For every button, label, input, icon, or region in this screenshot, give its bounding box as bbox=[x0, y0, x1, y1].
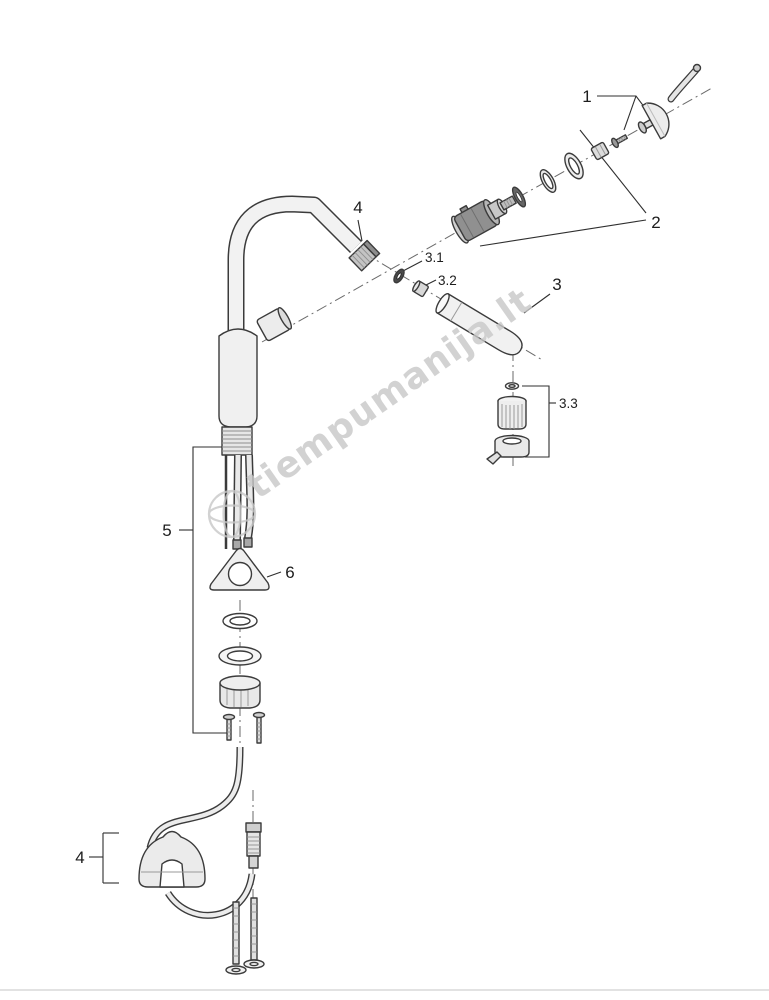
mousseur-group bbox=[486, 382, 530, 465]
aerator-tip bbox=[348, 239, 381, 272]
cartridge-group bbox=[451, 63, 702, 244]
callout-leader-lines bbox=[89, 95, 655, 884]
callout-labels: 1 2 3 3.1 3.2 3.3 4 4 5 6 bbox=[75, 87, 660, 867]
spacer-sleeve bbox=[590, 141, 610, 161]
cartridge-seal bbox=[511, 186, 527, 208]
hose-weight bbox=[138, 830, 206, 888]
fixing-wedge bbox=[209, 547, 270, 591]
cartridge-housing-stub bbox=[256, 307, 293, 342]
hose-connector bbox=[245, 822, 262, 869]
spray-spout-group bbox=[393, 268, 530, 465]
callout-3-2: 3.2 bbox=[438, 273, 457, 288]
callout-5: 5 bbox=[162, 521, 171, 540]
callout-6: 6 bbox=[285, 563, 294, 582]
faucet-body-assembly bbox=[218, 195, 381, 550]
cartridge bbox=[451, 195, 517, 244]
globe-icon bbox=[207, 489, 257, 539]
callout-3: 3 bbox=[552, 275, 561, 294]
lever-handle bbox=[641, 63, 702, 140]
callout-4-bottom: 4 bbox=[75, 848, 84, 867]
spray-spout bbox=[435, 292, 523, 356]
mounting-studs bbox=[225, 897, 265, 975]
spray-insert bbox=[412, 280, 429, 298]
callout-3-3: 3.3 bbox=[559, 396, 578, 411]
mounting-hardware-stack bbox=[209, 547, 270, 744]
callout-1: 1 bbox=[582, 87, 591, 106]
fixing-screw-left bbox=[222, 713, 236, 741]
callout-3-1: 3.1 bbox=[425, 250, 444, 265]
o-ring bbox=[222, 612, 258, 630]
cap-ring bbox=[564, 152, 584, 180]
fixing-screw-right bbox=[252, 711, 266, 744]
handle-screw bbox=[611, 134, 629, 149]
spray-o-ring bbox=[393, 268, 405, 284]
mounting-nut bbox=[219, 675, 261, 709]
base-washer bbox=[218, 646, 262, 666]
hose-and-weight-group bbox=[138, 746, 265, 975]
callout-2: 2 bbox=[651, 213, 660, 232]
cartridge-ring bbox=[539, 169, 557, 193]
callout-4-top: 4 bbox=[353, 198, 362, 217]
